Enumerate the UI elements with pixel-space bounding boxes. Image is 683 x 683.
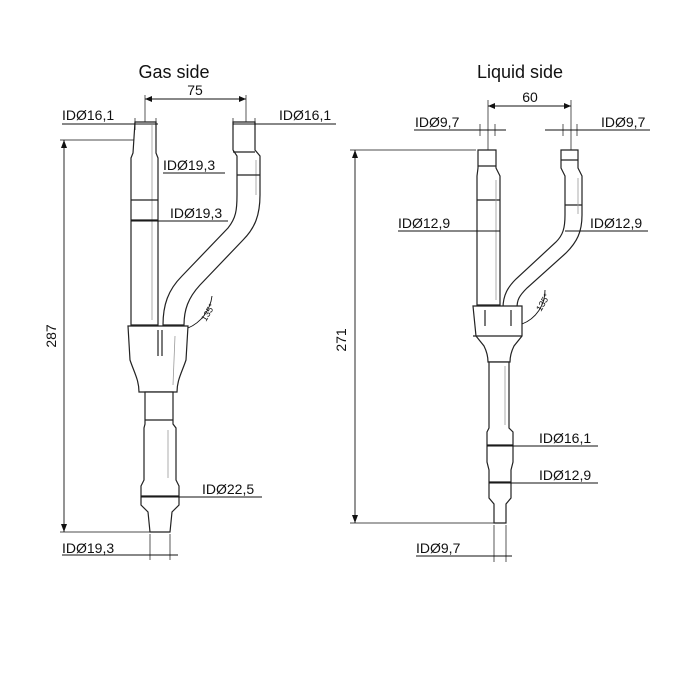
gas-label-branch-lower: IDØ19,3: [170, 205, 222, 221]
gas-spacing-dimension: 75: [144, 82, 247, 122]
liquid-angle-label: 135°: [534, 292, 552, 313]
liquid-side-drawing: Liquid side 60 271: [333, 62, 650, 562]
liquid-label-outlet-upper: IDØ16,1: [539, 430, 591, 446]
gas-angle-label: 135°: [199, 302, 217, 323]
gas-height-label: 287: [43, 324, 59, 348]
liquid-height-dimension: 271: [333, 149, 494, 524]
gas-side-drawing: Gas side 75 287: [43, 62, 336, 560]
liquid-side-title: Liquid side: [477, 62, 563, 82]
liquid-spacing-label: 60: [522, 89, 538, 105]
liquid-label-branch-right: IDØ12,9: [590, 215, 642, 231]
gas-label-top-left: IDØ16,1: [62, 107, 114, 123]
gas-height-dimension: 287: [43, 139, 150, 533]
gas-spacing-label: 75: [187, 82, 203, 98]
liquid-height-label: 271: [333, 328, 349, 352]
gas-side-title: Gas side: [138, 62, 209, 82]
gas-label-top-right: IDØ16,1: [279, 107, 331, 123]
gas-label-outlet-bottom: IDØ19,3: [62, 540, 114, 556]
liquid-label-outlet-lower: IDØ12,9: [539, 467, 591, 483]
gas-label-outlet-large: IDØ22,5: [202, 481, 254, 497]
liquid-label-top-right: IDØ9,7: [601, 114, 646, 130]
gas-label-branch-upper: IDØ19,3: [163, 157, 215, 173]
liquid-label-top-left: IDØ9,7: [415, 114, 460, 130]
liquid-label-outlet-bottom: IDØ9,7: [416, 540, 461, 556]
liquid-label-branch-left: IDØ12,9: [398, 215, 450, 231]
liquid-spacing-dimension: 60: [487, 89, 572, 150]
